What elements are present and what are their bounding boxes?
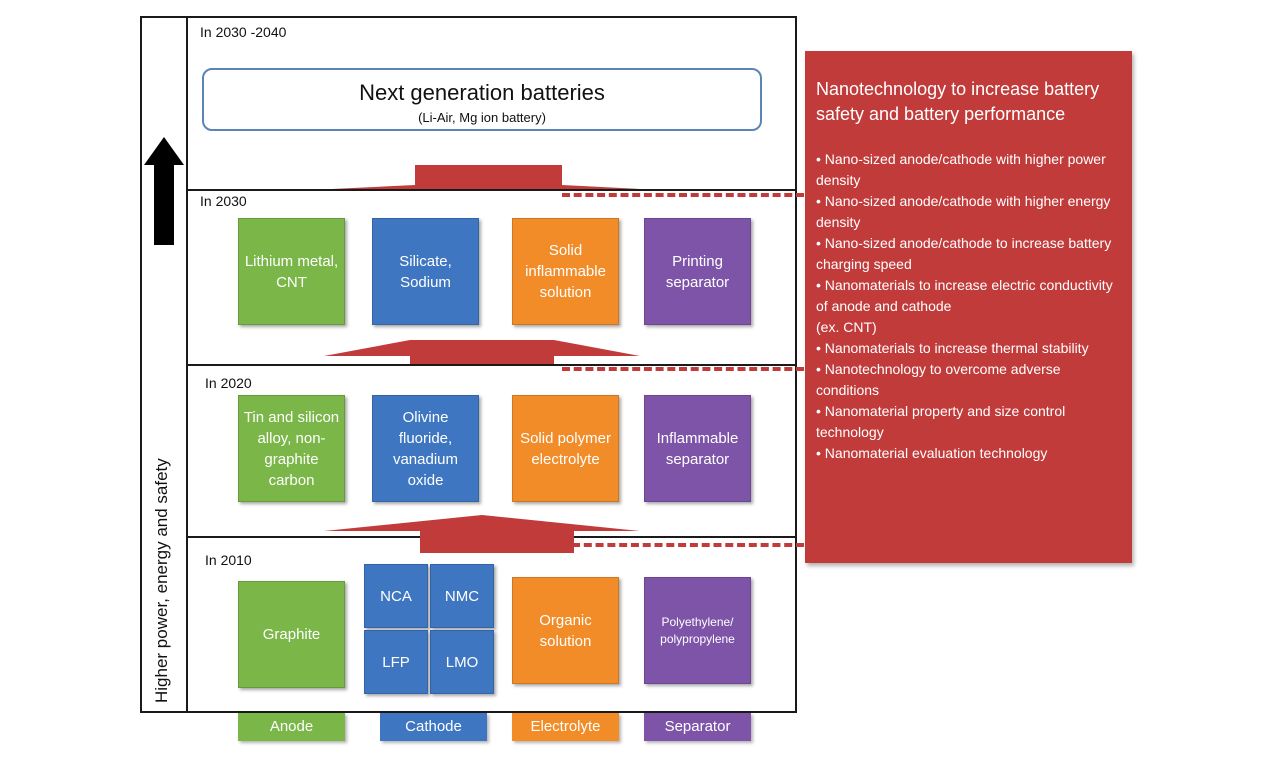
panel-bullet: • Nanomaterials to increase thermal stab… [816, 340, 1089, 356]
panel-bullet: • Nanotechnology to overcome adverse con… [816, 361, 1061, 398]
category-separator: Separator [644, 713, 751, 741]
panel-bullet: • Nano-sized anode/cathode to increase b… [816, 235, 1112, 272]
panel-bullet: • Nano-sized anode/cathode with higher e… [816, 193, 1111, 230]
anode-2020-box: Tin and silicon alloy, non-graphite carb… [238, 395, 345, 502]
progress-arrow-2030-icon [332, 165, 640, 189]
category-cathode: Cathode [380, 713, 487, 741]
separator-2010-box: Polyethylene/ polypropylene [644, 577, 751, 684]
panel-bullet: • Nanomaterial evaluation technology [816, 445, 1048, 461]
era-label-2030: In 2030 [200, 193, 247, 209]
anode-2030-box: Lithium metal, CNT [238, 218, 345, 325]
era-label-2020: In 2020 [205, 375, 252, 391]
next-generation-box: Next generation batteries (Li-Air, Mg io… [202, 68, 762, 131]
progress-arrow-2010-icon [324, 515, 640, 553]
panel-bullet: • Nanomaterials to increase electric con… [816, 277, 1113, 314]
category-electrolyte: Electrolyte [512, 713, 619, 741]
panel-bullet: • Nano-sized anode/cathode with higher p… [816, 151, 1106, 188]
era-label-2030-2040: In 2030 -2040 [200, 24, 287, 40]
connector-2030 [562, 193, 804, 197]
era-label-2010: In 2010 [205, 552, 252, 568]
cathode-cell-nmc: NMC [430, 564, 494, 628]
next-generation-title: Next generation batteries [359, 80, 605, 105]
cathode-cell-lfp: LFP [364, 630, 428, 694]
separator-2030-box: Printing separator [644, 218, 751, 325]
cathode-2030-box: Silicate, Sodium [372, 218, 479, 325]
up-arrow-icon [144, 137, 184, 245]
panel-title: Nanotechnology to increase battery safet… [816, 79, 1100, 124]
electrolyte-2020-box: Solid polymer electrolyte [512, 395, 619, 502]
electrolyte-2030-box: Solid inflammable solution [512, 218, 619, 325]
anode-2010-box: Graphite [238, 581, 345, 688]
electrolyte-2010-box: Organic solution [512, 577, 619, 684]
panel-bullet: • Nanomaterial property and size control… [816, 403, 1066, 440]
connector-2020 [562, 367, 804, 371]
next-generation-subtitle: (Li-Air, Mg ion battery) [418, 110, 546, 125]
side-axis-label: Higher power, energy and safety [152, 458, 171, 703]
panel-bullet-list: • Nano-sized anode/cathode with higher p… [816, 149, 1122, 464]
nanotechnology-panel: Nanotechnology to increase battery safet… [805, 51, 1132, 563]
panel-bullet: (ex. CNT) [816, 319, 877, 335]
connector-2010 [572, 543, 804, 547]
cathode-2020-box: Olivine fluoride, vanadium oxide [372, 395, 479, 502]
cathode-cell-nca: NCA [364, 564, 428, 628]
category-anode: Anode [238, 713, 345, 741]
progress-arrow-2020-icon [324, 340, 640, 364]
cathode-cell-lmo: LMO [430, 630, 494, 694]
separator-2020-box: Inflammable separator [644, 395, 751, 502]
